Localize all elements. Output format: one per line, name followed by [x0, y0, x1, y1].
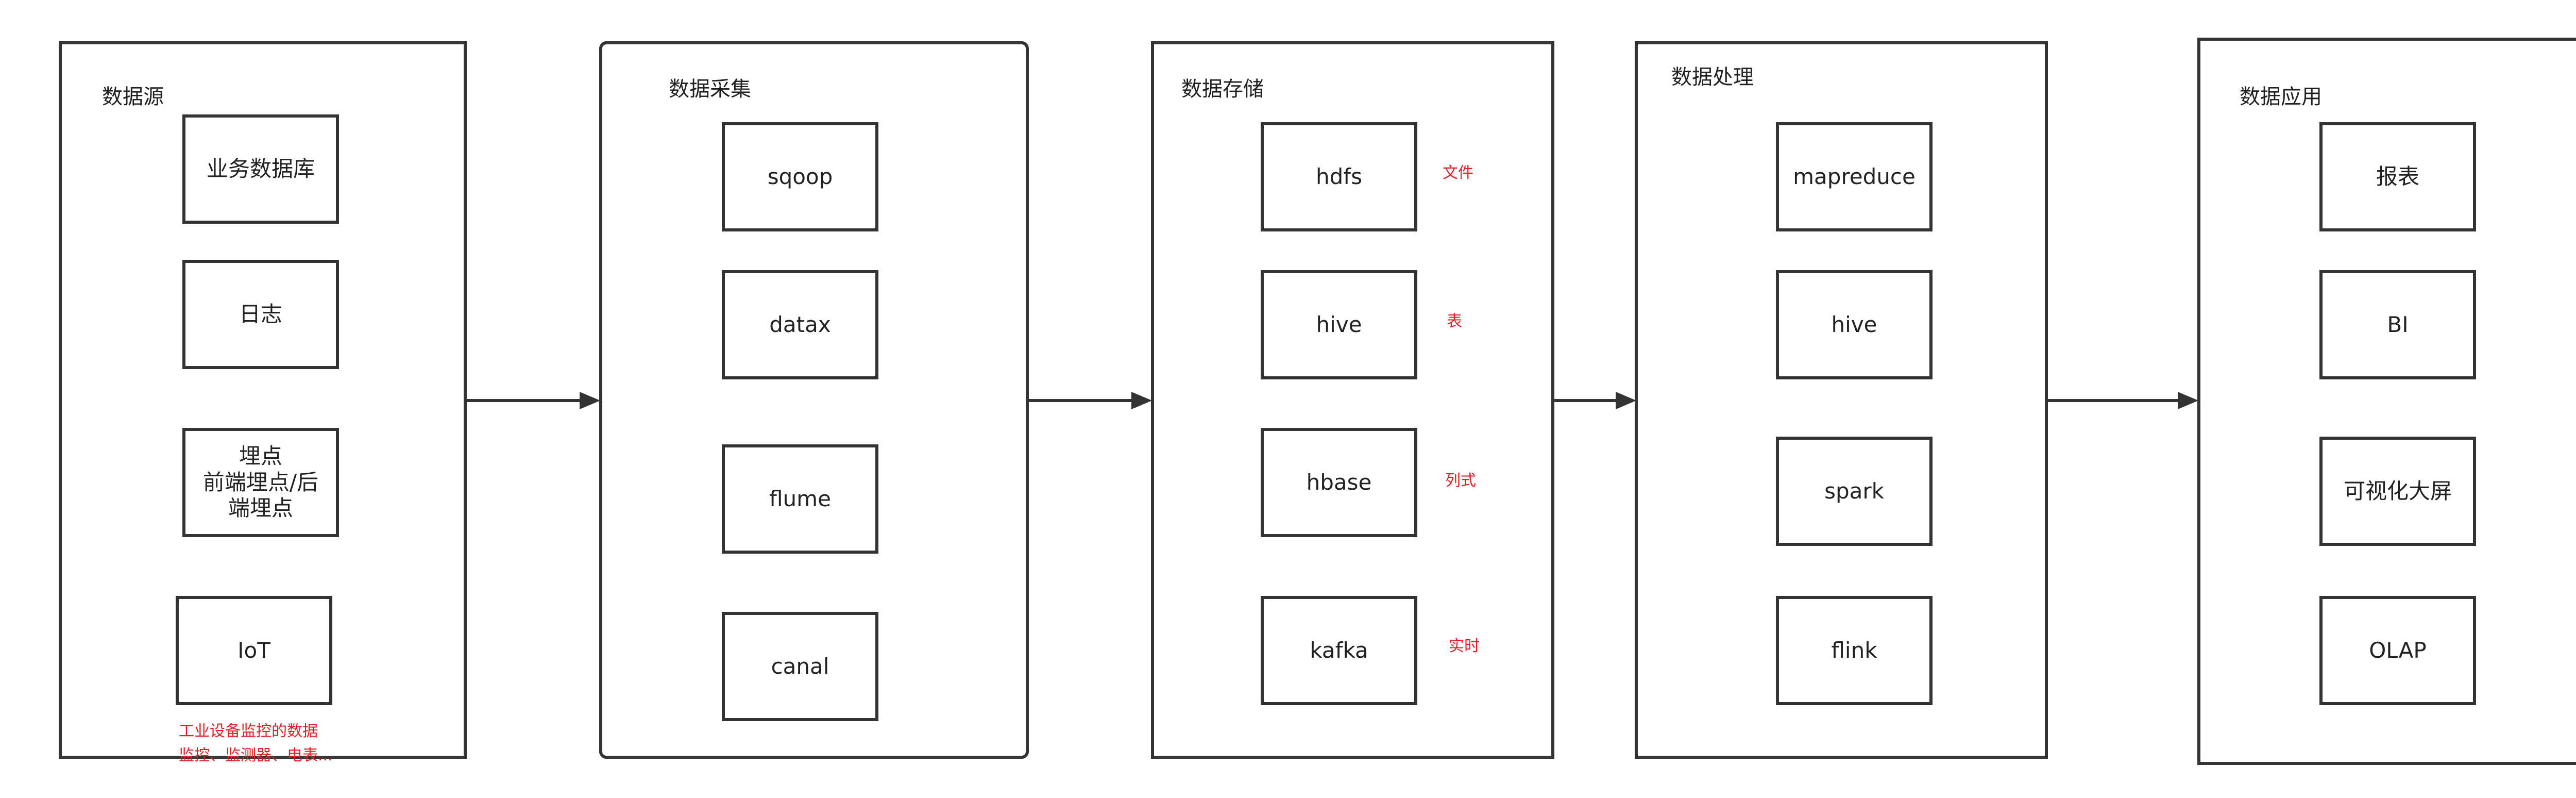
panel-title-data-collect: 数据采集 [669, 77, 751, 101]
node-flume: flume [722, 444, 878, 554]
node-sqoop: sqoop [722, 122, 878, 231]
note-iot-line1: 工业设备监控的数据 [179, 722, 318, 740]
node-hdfs: hdfs [1261, 122, 1417, 231]
node-flink: flink [1776, 596, 1933, 705]
arrow-head-storage-to-process [1616, 392, 1636, 409]
panel-title-data-apply: 数据应用 [2240, 85, 2322, 109]
note-hive: 表 [1447, 312, 1462, 330]
panel-title-data-source: 数据源 [102, 85, 164, 109]
node-olap: OLAP [2319, 596, 2476, 705]
note-hbase: 列式 [1445, 472, 1476, 490]
note-iot-line2: 监控、监测器、电表... [179, 746, 333, 764]
node-log: 日志 [182, 260, 339, 369]
node-tracking: 埋点 前端埋点/后 端埋点 [182, 428, 339, 537]
note-kafka: 实时 [1449, 637, 1480, 655]
node-hive-storage: hive [1261, 270, 1417, 379]
node-datax: datax [722, 270, 878, 379]
node-dashboard: 可视化大屏 [2319, 437, 2476, 546]
node-hbase: hbase [1261, 428, 1417, 537]
note-hdfs: 文件 [1443, 164, 1473, 182]
node-business-db: 业务数据库 [182, 114, 339, 224]
node-bi: BI [2319, 270, 2476, 379]
node-hive-process: hive [1776, 270, 1933, 379]
node-mapreduce: mapreduce [1776, 122, 1933, 231]
node-kafka: kafka [1261, 596, 1417, 705]
panel-title-data-process: 数据处理 [1671, 65, 1754, 89]
arrow-head-collect-to-storage [1131, 392, 1152, 409]
arrow-head-process-to-apply [2178, 392, 2198, 409]
node-spark: spark [1776, 437, 1933, 546]
node-canal: canal [722, 612, 878, 721]
node-report: 报表 [2319, 122, 2476, 231]
panel-title-data-storage: 数据存储 [1181, 77, 1264, 101]
node-iot: IoT [176, 596, 332, 705]
arrow-head-source-to-collect [580, 392, 600, 409]
